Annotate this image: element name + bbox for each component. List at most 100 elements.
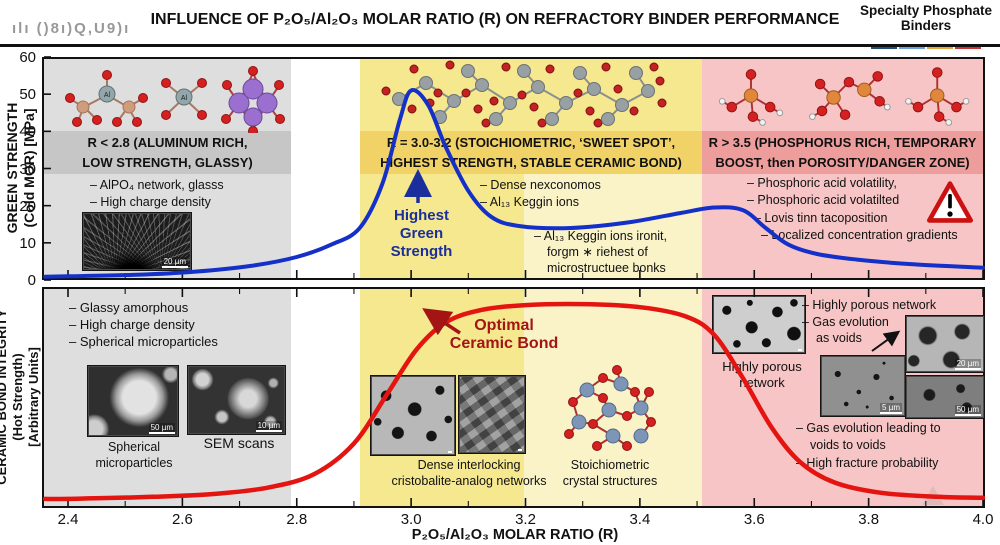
bullet-acid-volatility: – Phosphoric acid volatility, xyxy=(747,176,897,190)
bullet-dense-network: – Dense nexconomos xyxy=(480,178,601,192)
bottom-y-axis-title-line2: (Hot Strength) xyxy=(10,353,25,441)
watermark-triangle xyxy=(922,486,944,505)
scale-bar-label: 50 µm xyxy=(954,405,981,416)
brand-bar-3 xyxy=(927,45,953,49)
x-tick-label: 3.2 xyxy=(515,511,536,528)
bullet-concentration-gradients: – Localized concentration gradients xyxy=(761,228,958,242)
scale-bar-label: 5 µm xyxy=(880,403,902,414)
scale-bar-label: 50 µm xyxy=(148,423,175,434)
scale-bar-label: 20 µm xyxy=(954,359,981,370)
annotation-highest-green-strength: Highest Green Strength xyxy=(374,207,469,261)
corner-watermark: ılı ()8ı)Q,U9)ı xyxy=(12,20,131,37)
x-tick-label: 4.0 xyxy=(972,511,994,528)
x-tick-label: 3.0 xyxy=(400,511,422,528)
bottom-y-axis-title: CERAMIC BOND INTEGRITY (Hot Strength) [A… xyxy=(0,287,46,507)
y-tick-label: 30 xyxy=(19,160,36,178)
molecule-crystal-icon xyxy=(564,365,656,451)
annotation-line: Green xyxy=(399,225,444,242)
caption-line: network xyxy=(739,375,785,390)
sem-image-voids-large: 20 µm xyxy=(905,315,985,373)
y-tick-label: 40 xyxy=(19,123,36,141)
zone-header-aluminum-rich: R < 2.8 (ALUMINUM RICH, LOW STRENGTH, GL… xyxy=(44,131,291,174)
y-tick-label: 60 xyxy=(19,49,36,66)
sem-image-sphere-cluster: 10 µm xyxy=(187,365,286,435)
bullet-high-charge-density-2: – High charge density xyxy=(69,317,195,332)
caption-sem-scans: SEM scans xyxy=(203,435,275,451)
warning-icon xyxy=(927,181,973,223)
y-tick-label: 0 xyxy=(27,272,36,289)
panel-green-strength: R < 2.8 (ALUMINUM RICH, LOW STRENGTH, GL… xyxy=(42,57,985,280)
x-tick-label: 3.6 xyxy=(743,511,765,528)
sem-image-porous-network xyxy=(712,295,806,354)
zone-header-phosphorus-rich: R > 3.5 (PHOSPHORUS RICH, TEMPORARY BOOS… xyxy=(702,131,983,174)
bullet-gas-evolution: – Gas evolution xyxy=(802,315,889,329)
y-tick-label: 50 xyxy=(19,86,36,104)
sem-image-crystal-facets xyxy=(458,375,526,454)
caption-stoichiometric-crystals: Stoichiometric crystal structures xyxy=(530,457,690,489)
bottom-y-axis-title-line3: [Arbitrary Units] xyxy=(26,347,41,447)
caption-line: Spherical xyxy=(107,440,161,454)
bullet-keggin-detail-line3: microstructuee bonks xyxy=(547,261,666,275)
bullet-as-voids: as voids xyxy=(816,331,862,345)
zone-header-line: HIGHEST STRENGTH, STABLE CERAMIC BOND) xyxy=(380,155,682,170)
annotation-line: Highest xyxy=(393,207,449,224)
molecule-aluminophosphate-icon: Al Al xyxy=(65,66,285,133)
x-tick-label: 3.8 xyxy=(858,511,880,528)
x-axis-title: P₂O₅/Al₂O₃ MOLAR RATIO (R) xyxy=(411,527,619,543)
annotation-line: Ceramic Bond xyxy=(449,335,559,352)
scale-bar xyxy=(518,449,522,451)
bullet-fracture-probability: – High fracture probability xyxy=(796,456,939,470)
annotation-line: Optimal xyxy=(474,317,534,334)
caption-highly-porous-network: Highly porous network xyxy=(692,359,832,391)
bullet-decomposition: – Lovis tinn tacoposition xyxy=(754,211,888,225)
annotation-optimal-ceramic-bond: Optimal Ceramic Bond xyxy=(434,317,574,353)
sem-image-cristobalite-web xyxy=(370,375,456,456)
y-tick-label: 10 xyxy=(19,234,36,252)
zone-header-sweet-spot: R = 3.0-3.2 (STOICHIOMETRIC, ‘SWEET SPOT… xyxy=(360,131,702,174)
atom-label-al: Al xyxy=(181,95,188,102)
zone-header-line: R < 2.8 (ALUMINUM RICH, xyxy=(87,135,248,150)
bullet-high-charge-density: – High charge density xyxy=(90,195,211,209)
brand-line2: Binders xyxy=(900,18,952,33)
figure-title: INFLUENCE OF P₂O₅/Al₂O₃ MOLAR RATIO (R) … xyxy=(150,11,840,28)
zone-header-line: BOOST, then POROSITY/DANGER ZONE) xyxy=(715,155,970,170)
bullet-voids-to-voids: voids to voids xyxy=(810,438,886,452)
sem-image-fibrous: 20 µm xyxy=(82,212,192,271)
bullet-keggin-detail-line1: – Al₁₃ Keggin ions ironit, xyxy=(534,229,667,243)
scale-bar-label: 20 µm xyxy=(161,257,188,268)
molecule-cluster-icon xyxy=(381,60,667,128)
x-tick-label: 2.8 xyxy=(286,511,308,528)
x-tick-label: 3.4 xyxy=(629,511,651,528)
y-tick-label: 20 xyxy=(19,197,36,215)
molecule-phosphate-icon xyxy=(718,67,970,126)
scale-bar-label: 10 µm xyxy=(255,421,282,432)
bullet-alpo4-network: – AlPO₄ network, glasss xyxy=(90,178,224,192)
caption-line: crystal structures xyxy=(562,474,658,488)
caption-line: Stoichiometric xyxy=(570,458,650,472)
x-tick-label: 2.4 xyxy=(57,511,79,528)
brand-block: Specialty Phosphate Binders xyxy=(858,3,994,54)
bullet-spherical-microparticles: – Spherical microparticles xyxy=(69,334,218,349)
bullet-gas-evolution-voids: – Gas evolution leading to xyxy=(796,421,941,435)
panel-ceramic-bond: – Glassy amorphous – High charge density… xyxy=(42,287,985,508)
bullet-keggin-ions: – Al₁₃ Keggin ions xyxy=(480,195,579,209)
atom-label-al: Al xyxy=(104,92,111,99)
caption-line: Highly porous xyxy=(722,359,802,374)
bottom-y-axis-title-line1: CERAMIC BOND INTEGRITY xyxy=(0,309,9,485)
bullet-glassy-amorphous: – Glassy amorphous xyxy=(69,300,189,315)
brand-line1: Specialty Phosphate xyxy=(859,3,993,18)
scale-bar xyxy=(448,451,452,453)
x-tick-label: 2.6 xyxy=(171,511,193,528)
zone-header-line: R > 3.5 (PHOSPHORUS RICH, TEMPORARY xyxy=(708,135,977,150)
bullet-keggin-detail-line2: forgm ∗ riehest of xyxy=(547,245,648,259)
caption-line: microparticles xyxy=(95,456,173,470)
sem-image-voids-small: 5 µm xyxy=(820,355,906,417)
caption-spherical-microparticles: Spherical microparticles xyxy=(64,439,204,471)
zone-header-line: LOW STRENGTH, GLASSY) xyxy=(82,155,253,170)
annotation-line: Strength xyxy=(390,243,453,260)
brand-bar-4 xyxy=(955,45,981,49)
header-divider xyxy=(0,44,1000,47)
sem-image-sphere-large: 50 µm xyxy=(87,365,179,437)
bullet-highly-porous: – Highly porous network xyxy=(802,298,937,312)
